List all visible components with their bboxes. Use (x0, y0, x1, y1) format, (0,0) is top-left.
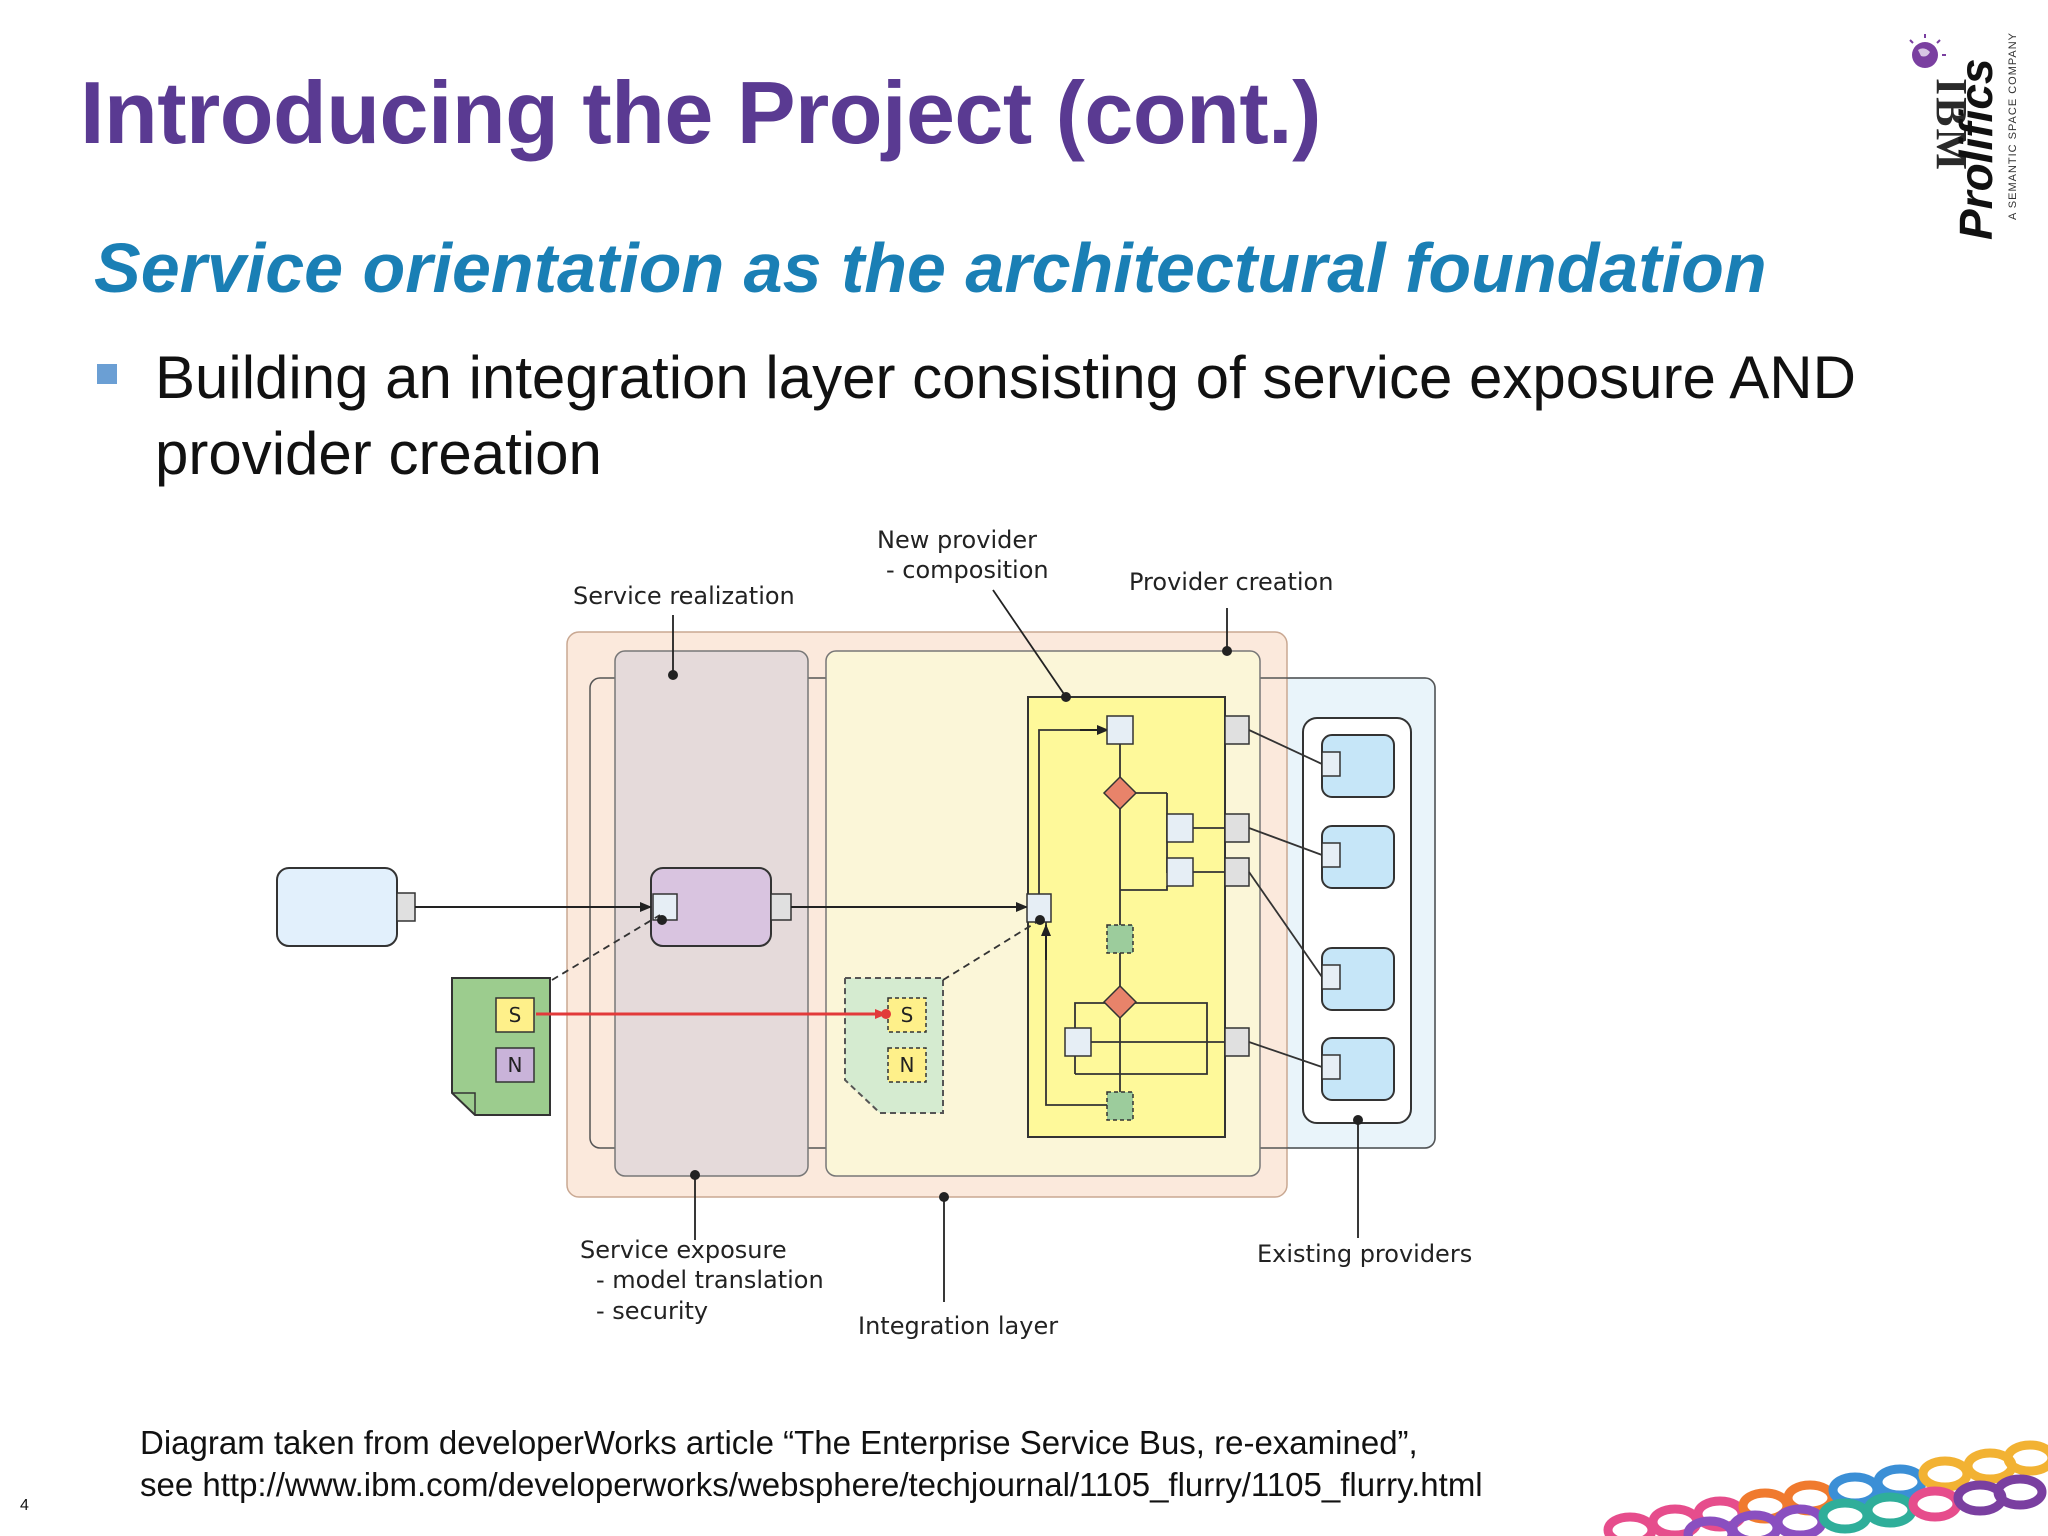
label-model-translation: - model translation (596, 1266, 824, 1294)
security-marker (887, 997, 927, 1033)
ibm-logo: IBM (1927, 78, 1976, 172)
consumer-port (396, 892, 416, 922)
label-security: - security (596, 1297, 708, 1325)
logo-group: IBM Prolifics A SEMANTIC SPACE COMPANY (1909, 32, 2019, 240)
label-service-exposure: Service exposure (580, 1236, 787, 1264)
prolifics-tagline: A SEMANTIC SPACE COMPANY (2007, 32, 2019, 220)
label-existing-providers: Existing providers (1257, 1240, 1472, 1268)
exposure-port-out (770, 893, 792, 921)
slide-title: Introducing the Project (cont.) (80, 63, 1321, 162)
provider-port (1224, 813, 1250, 843)
security-marker (495, 997, 535, 1033)
diagram-caption: Diagram taken from developerWorks articl… (140, 1422, 1483, 1506)
consumer-box (276, 867, 398, 947)
composition-node (1166, 813, 1194, 843)
caption-line: Diagram taken from developerWorks articl… (140, 1424, 1418, 1461)
composition-node (1106, 715, 1134, 745)
bullet-marker (97, 364, 117, 384)
provider-port (1224, 1027, 1250, 1057)
svg-text:S: S (901, 1003, 914, 1027)
label-integration-layer: Integration layer (858, 1312, 1058, 1340)
provider-port (1224, 857, 1250, 887)
composition-flow-lines (1038, 729, 1227, 1110)
provider-port (1224, 715, 1250, 745)
composition-node (1166, 857, 1194, 887)
n-marker (887, 1047, 927, 1083)
composition-node (1064, 1027, 1092, 1057)
globe-icon (1909, 34, 1946, 68)
dashed-node (1106, 1091, 1134, 1121)
label-service-realization: Service realization (573, 582, 795, 610)
svg-text:N: N (508, 1053, 523, 1077)
page-number: 4 (20, 1497, 29, 1514)
slide-subtitle: Service orientation as the architectural… (94, 229, 1767, 307)
label-composition: - composition (886, 556, 1049, 584)
n-marker (495, 1047, 535, 1083)
provider-connections (1248, 729, 1323, 1068)
prolifics-logo: Prolifics (1950, 58, 2002, 240)
svg-text:S: S (509, 1003, 522, 1027)
callout-lines (672, 589, 1359, 1302)
label-provider-creation: Provider creation (1129, 568, 1333, 596)
caption-url: see http://www.ibm.com/developerworks/we… (140, 1466, 1483, 1503)
decision-diamond (1102, 984, 1138, 1020)
label-new-provider: New provider (877, 526, 1037, 554)
decision-diamond (1102, 775, 1138, 811)
dashed-node (1106, 924, 1134, 954)
svg-text:N: N (900, 1053, 915, 1077)
bullet-text: Building an integration layer consisting… (155, 344, 1856, 487)
composition-box (1027, 696, 1226, 1138)
decorative-chain-graphic (1603, 1440, 2048, 1536)
esb-diagram: S N S N New provider - composition Servi… (276, 526, 1472, 1340)
